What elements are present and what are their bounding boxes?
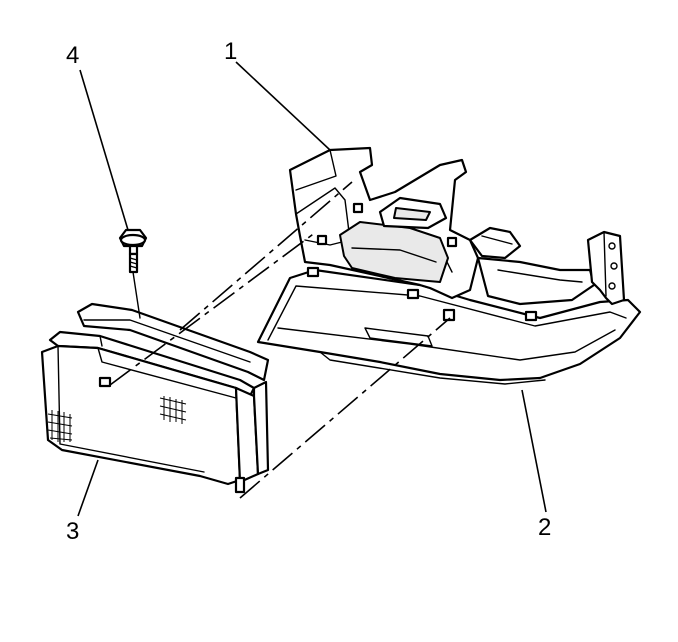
- leader-line-4: [79, 69, 129, 231]
- lens-pattern-right: [159, 396, 187, 424]
- leader-line-3: [77, 459, 99, 517]
- alignment-line-upper: [179, 181, 353, 331]
- leader-line-1: [235, 61, 331, 151]
- lens-pattern-left: [47, 410, 73, 442]
- callout-label-2: 2: [538, 514, 552, 541]
- mounting-panel-part-2: [256, 146, 642, 385]
- alignment-lines: [109, 181, 451, 499]
- headlamp-assembly-part-3: [40, 302, 270, 494]
- bolt-part-4: [118, 228, 148, 319]
- leader-lines: [77, 61, 547, 517]
- callout-label-1: 1: [224, 38, 238, 65]
- callout-label-3: 3: [66, 518, 80, 545]
- leader-line-2: [521, 389, 547, 513]
- callout-label-4: 4: [66, 42, 80, 69]
- alignment-line-lower: [239, 317, 451, 499]
